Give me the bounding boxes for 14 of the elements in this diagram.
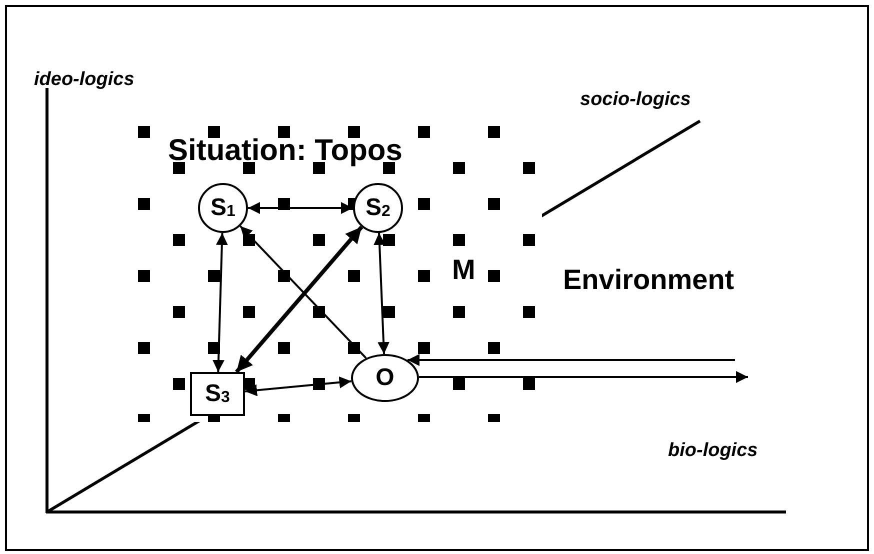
axis-label: ideo-logics [34,70,134,89]
axis-label: socio-logics [580,90,691,109]
arrow [212,232,228,372]
arrow [374,232,390,354]
axis-label: Environment [563,266,734,294]
axis-label: M [452,256,476,284]
arrow [234,226,364,374]
axis-label: bio-logics [668,441,758,460]
arrow [408,354,735,366]
arrow [240,225,367,359]
arrow [418,371,748,383]
region-title: Situation: Topos [168,136,402,166]
ellipse-node: O [351,354,419,402]
arrow [244,376,352,396]
